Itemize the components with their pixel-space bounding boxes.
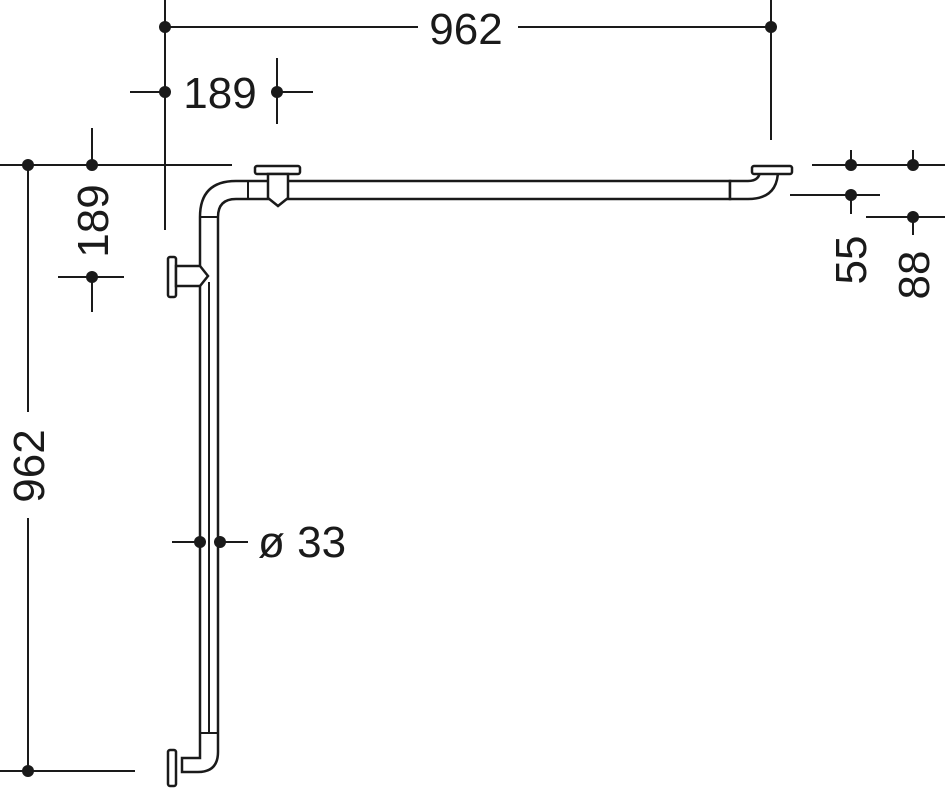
grab-bar xyxy=(166,164,794,788)
bottom-flange-plate xyxy=(166,748,178,788)
right-flange-plate xyxy=(750,164,794,176)
dimension-right-depths: 55 88 xyxy=(790,150,945,299)
dimension-dot xyxy=(907,211,919,223)
dimension-top-offset: 189 xyxy=(130,58,313,124)
dimension-dot xyxy=(194,536,206,548)
dimension-label-right-a: 55 xyxy=(827,236,876,285)
grab-bar-tube xyxy=(180,179,732,774)
top-flange-post xyxy=(266,172,290,208)
dimension-diameter: ø 33 xyxy=(172,518,346,567)
dimension-dot xyxy=(765,21,777,33)
dimension-label-right-b: 88 xyxy=(890,251,939,300)
dimension-top-width: 962 xyxy=(159,0,777,230)
dimension-dot xyxy=(845,189,857,201)
dimension-label-left-offset: 189 xyxy=(69,184,118,257)
dimension-dot xyxy=(845,159,857,171)
dimension-dot xyxy=(22,765,34,777)
dimension-label-top-offset: 189 xyxy=(183,69,256,118)
dimension-dot xyxy=(22,159,34,171)
dimension-label-diameter: ø 33 xyxy=(258,518,346,567)
dimension-dot xyxy=(159,86,171,98)
left-flange-post xyxy=(174,264,210,288)
dimension-label-top-width: 962 xyxy=(429,5,502,54)
dimension-left-offset: 189 xyxy=(58,128,124,312)
dimension-label-left-height: 962 xyxy=(5,429,54,502)
dimension-left-height: 962 xyxy=(0,159,232,777)
dimension-dot xyxy=(907,159,919,171)
dimension-dot xyxy=(214,536,226,548)
dimension-dot xyxy=(86,271,98,283)
dimension-dot xyxy=(159,21,171,33)
dimension-dot xyxy=(86,159,98,171)
dimension-dot xyxy=(271,86,283,98)
